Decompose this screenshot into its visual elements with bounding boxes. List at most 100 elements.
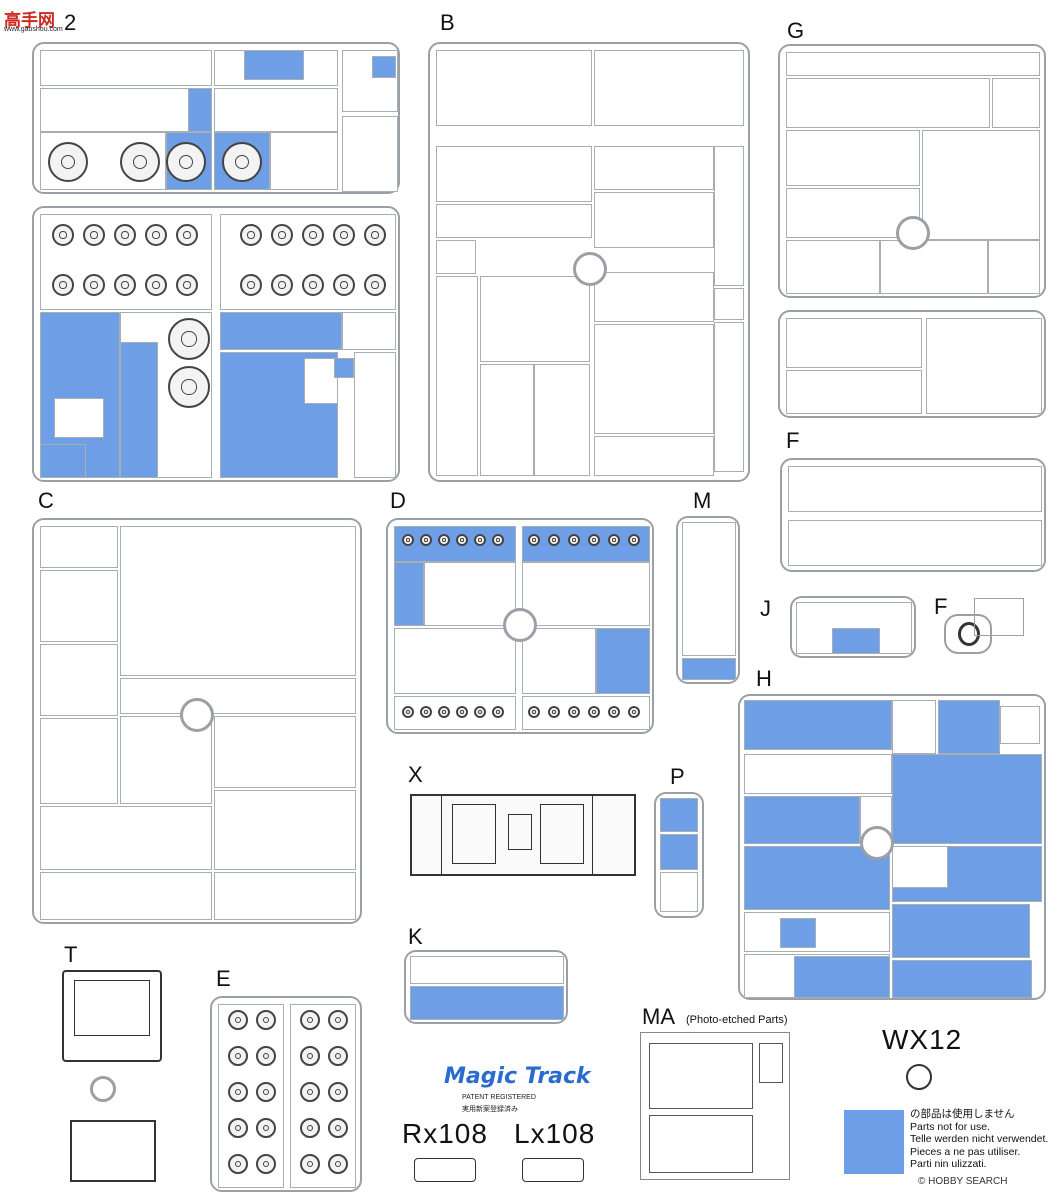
sprue-a-cell-unused-38: [220, 312, 342, 350]
sprue-g-cell-21: [992, 78, 1040, 128]
sprue-g-cell-26: [786, 240, 880, 294]
sprue-c-cell-19: [40, 806, 212, 870]
return-roller: [228, 1082, 248, 1102]
sprue-x-hull-rear: [592, 796, 634, 874]
small-wheel: [456, 534, 468, 546]
return-roller: [256, 1010, 276, 1030]
sprue-b-cell-14: [436, 240, 476, 274]
return-roller: [300, 1118, 320, 1138]
return-roller: [300, 1010, 320, 1030]
road-wheel: [52, 224, 74, 246]
sprue-m-cell-1: [682, 522, 736, 656]
sprue-h-cell-unused-44: [892, 904, 1030, 958]
road-wheel: [114, 274, 136, 296]
sprue-ma-grille: [649, 1043, 753, 1109]
sprue-label-x: X: [408, 762, 423, 787]
site-brand: 高手网: [4, 11, 55, 30]
small-wheel: [588, 534, 600, 546]
sprue-c-cell-16: [40, 718, 118, 804]
road-wheel: [364, 274, 386, 296]
sprue-d-cell-unused-2: [394, 562, 424, 626]
sprue-a-cell-50: [304, 358, 338, 404]
idler-wheel: [168, 366, 210, 408]
sprue-b-cell-12: [436, 204, 592, 238]
sprue-b-cell-17: [594, 146, 714, 190]
legend-line-en: Parts not for use.: [910, 1120, 990, 1133]
sprue-b-hub: [573, 252, 607, 286]
sprue-d-cell-15: [522, 628, 596, 694]
road-wheel: [145, 274, 167, 296]
sprue-c-cell-1: [40, 526, 118, 568]
road-wheel: [364, 224, 386, 246]
sprue-a-cell-rollers: [40, 88, 212, 132]
sprue-f-small-part: [958, 622, 980, 646]
sprue-b-cell-turret: [594, 50, 744, 126]
sprue-a-cell-unused-50: [334, 358, 354, 378]
hobby-search-watermark: © HOBBY SEARCH: [918, 1176, 1008, 1187]
sprue-b-cell-7: [436, 146, 592, 202]
sprue-b-cell-23: [714, 146, 744, 286]
sprue-a-cell-13: [342, 116, 398, 192]
legend-line-jp: の部品は使用しません: [910, 1108, 1015, 1120]
sprue-h-cell-34: [892, 846, 948, 888]
small-wheel: [628, 706, 640, 718]
sprue-a-cell-unused-29: [120, 342, 158, 478]
sprue-ma: [640, 1032, 790, 1180]
sprue-g-cell-31: [988, 240, 1040, 294]
sprue-c-cell-6: [40, 644, 118, 716]
sprue-h-hub: [860, 826, 894, 860]
small-wheel: [608, 534, 620, 546]
sprue-b-cell-50: [714, 288, 744, 320]
small-wheel: [420, 534, 432, 546]
sprue-g-cell-34: [786, 370, 922, 414]
sprue-label-d: D: [390, 488, 406, 513]
road-wheel: [333, 224, 355, 246]
sprocket-wheel: [222, 142, 262, 182]
sprue-g-cell-4: [786, 78, 990, 128]
road-wheel: [83, 274, 105, 296]
magic-track-logo: Magic Track: [444, 1064, 591, 1089]
sprue-g-cell-11: [786, 130, 920, 186]
sprue-m-cell-unused-8: [682, 658, 736, 680]
sprocket-wheel: [120, 142, 160, 182]
sprocket-wheel: [48, 142, 88, 182]
return-roller: [328, 1154, 348, 1174]
small-wheel: [568, 706, 580, 718]
sprue-label-p: P: [670, 764, 685, 789]
sprue-a-cell-12: [270, 132, 338, 190]
patent-en: PATENT REGISTERED: [462, 1094, 536, 1101]
legend-line-de: Telle werden nicht verwendet.: [910, 1133, 1049, 1145]
return-roller: [256, 1154, 276, 1174]
sprue-d-cell-unused-16: [596, 628, 650, 694]
return-roller: [328, 1046, 348, 1066]
sprue-c-hub: [180, 698, 214, 732]
small-wheel: [402, 534, 414, 546]
sprue-p: [654, 792, 704, 918]
sprue-h-cell-unused-32: [744, 846, 890, 910]
small-wheel: [568, 534, 580, 546]
sprocket-wheel: [166, 142, 206, 182]
sprue-t-box: [70, 1120, 156, 1182]
small-wheel: [528, 706, 540, 718]
sprue-label-f2: F: [934, 594, 948, 619]
sprue-t-plate-inner: [74, 980, 150, 1036]
sprue-g-cell-12: [922, 130, 1040, 240]
sprue-b-cell-43: [594, 324, 714, 434]
road-wheel: [176, 224, 198, 246]
sprue-f-small: [944, 594, 1026, 654]
sprue-b-cell-28: [436, 276, 478, 476]
sprue-b-cell-1: [436, 50, 592, 126]
sprue-label-a: 2: [64, 10, 77, 35]
sprue-a-cell-unused-7: [188, 88, 212, 132]
return-roller: [328, 1082, 348, 1102]
sprue-label-j: J: [760, 596, 771, 621]
sprue-x-hull: [410, 794, 636, 876]
sprue-h-cell-12: [1000, 706, 1040, 744]
road-wheel: [145, 224, 167, 246]
sprue-label-b: B: [440, 10, 455, 35]
sprue-j-cell-unused-5: [832, 628, 880, 654]
sprue-t-plate: [62, 970, 162, 1062]
sprue-t-hub: [90, 1076, 116, 1102]
sprue-c-cell-10: [120, 678, 356, 714]
track-left-label: Lx108: [514, 1118, 596, 1149]
